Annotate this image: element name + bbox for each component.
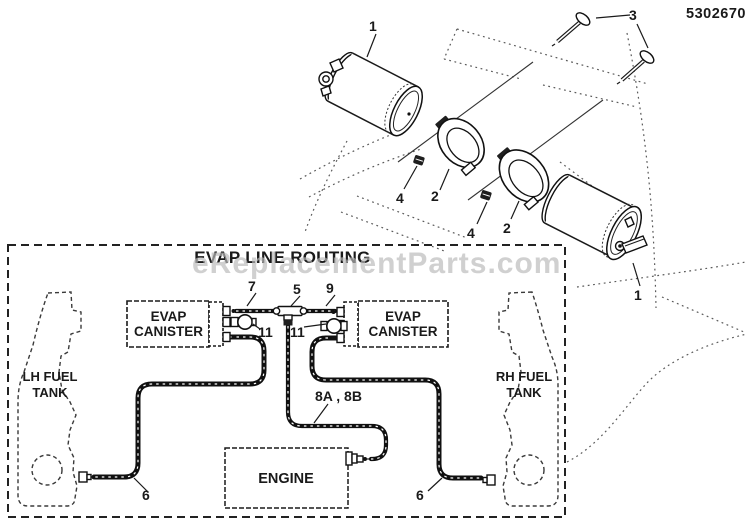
callout-5: 5 bbox=[293, 281, 301, 297]
lh-fuel-tank-label-line2: TANK bbox=[32, 385, 68, 400]
evap-canister-cylinder-1 bbox=[318, 51, 424, 137]
callout-8a-8b: 8A , 8B bbox=[315, 388, 362, 404]
evap-canister-left-box bbox=[126, 300, 236, 348]
rh-tank-port-circle bbox=[513, 454, 545, 486]
evap-canister-left-label-line2: CANISTER bbox=[133, 324, 203, 339]
rh-fuel-tank-label-line1: RH FUEL bbox=[495, 369, 553, 384]
lh-tank-port-circle bbox=[31, 454, 63, 486]
clamp-1 bbox=[435, 115, 485, 177]
routing-box-title: EVAP LINE ROUTING bbox=[194, 248, 371, 267]
evap-line-left-6 bbox=[91, 334, 267, 480]
part-number: 5302670 bbox=[686, 6, 746, 22]
callout-9: 9 bbox=[326, 280, 334, 296]
grommet-11-left bbox=[230, 313, 257, 330]
grommet-11-right bbox=[320, 317, 348, 334]
engine-label: ENGINE bbox=[258, 471, 314, 487]
lh-fuel-tank-label-line1: LH FUEL bbox=[22, 369, 78, 384]
lh-fuel-tank-outline bbox=[17, 291, 82, 507]
callout-4-left: 4 bbox=[396, 190, 404, 206]
callout-7: 7 bbox=[248, 278, 256, 294]
clamp-2 bbox=[497, 147, 550, 211]
nut-icon-1 bbox=[413, 155, 425, 166]
callout-leader-lines-lower bbox=[133, 292, 443, 493]
callout-4-right: 4 bbox=[467, 225, 475, 241]
screw-icon-1 bbox=[551, 12, 591, 47]
tee-fitting-5 bbox=[272, 305, 308, 326]
lh-fuel-tank-label: LH FUEL TANK bbox=[8, 369, 92, 401]
rh-fuel-tank-outline bbox=[498, 291, 559, 507]
evap-canister-cylinder-2 bbox=[541, 173, 648, 261]
callout-3: 3 bbox=[629, 7, 637, 23]
evap-canister-right-label-line2: CANISTER bbox=[368, 324, 438, 339]
nut-icon-2 bbox=[480, 190, 492, 201]
callout-6-left: 6 bbox=[142, 487, 150, 503]
callout-leader-lines-upper bbox=[366, 14, 649, 287]
evap-canister-right-label-line1: EVAP bbox=[385, 309, 421, 324]
evap-canister-left-label-line1: EVAP bbox=[150, 309, 187, 324]
callout-6-right: 6 bbox=[416, 487, 424, 503]
rh-fuel-tank-label-line2: TANK bbox=[506, 385, 542, 400]
screw-icon-2 bbox=[616, 50, 655, 85]
callout-2-right: 2 bbox=[503, 220, 511, 236]
tank-fitting-right bbox=[482, 474, 496, 486]
routing-dashed-box bbox=[7, 244, 566, 518]
engine-fitting bbox=[345, 451, 370, 466]
assembly-axis-lines bbox=[397, 61, 604, 201]
callout-1-lower: 1 bbox=[634, 287, 642, 303]
tank-fitting-left bbox=[78, 471, 92, 483]
callout-1-upper: 1 bbox=[369, 18, 377, 34]
callout-11-left: 11 bbox=[258, 324, 273, 340]
evap-canister-right-label: EVAP CANISTER bbox=[359, 309, 447, 339]
callout-11-right: 11 bbox=[290, 324, 305, 340]
rh-fuel-tank-label: RH FUEL TANK bbox=[482, 369, 566, 401]
evap-canister-left-label: EVAP CANISTER bbox=[129, 309, 208, 339]
callout-2-left: 2 bbox=[431, 188, 439, 204]
evap-hoses bbox=[91, 308, 484, 481]
engine-box bbox=[224, 447, 349, 509]
